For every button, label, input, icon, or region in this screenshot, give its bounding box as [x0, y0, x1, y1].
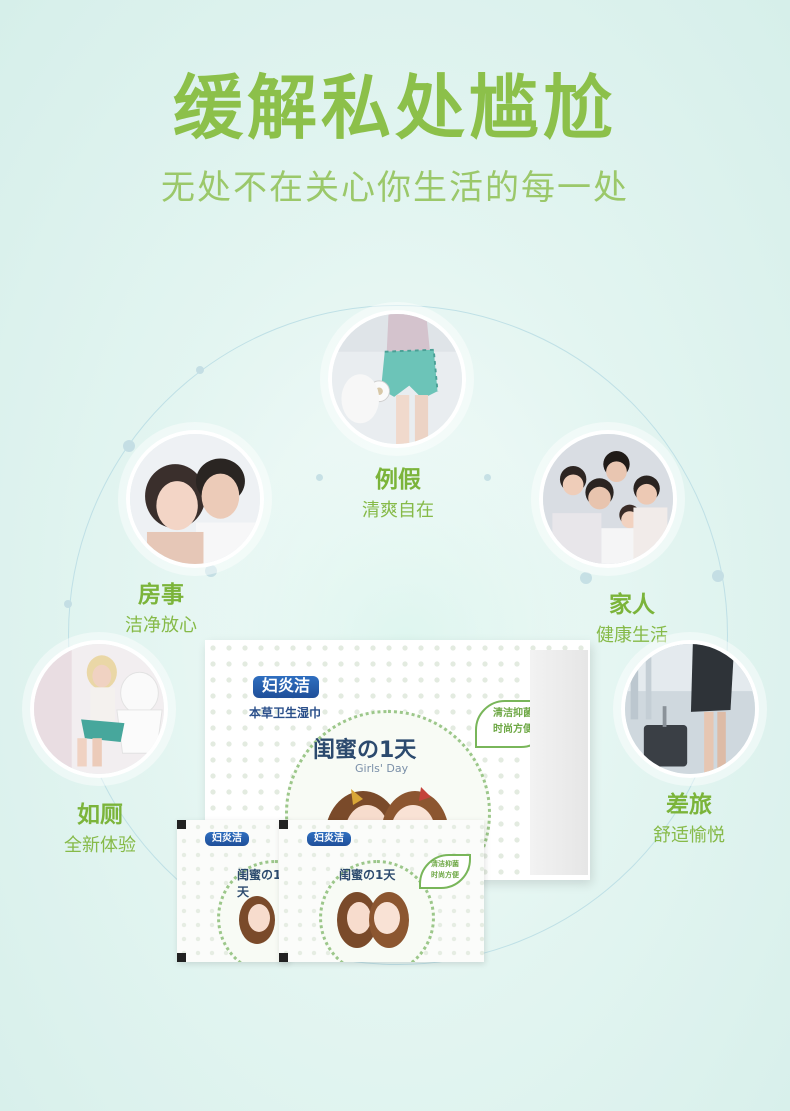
wipe-sachet-left: 妇炎洁 闺蜜の1天 — [177, 820, 289, 962]
brand-tagline-box: 本草卫生湿巾 — [249, 706, 322, 720]
scene-photo-intimacy — [126, 430, 264, 568]
scene-photo-period — [328, 310, 466, 448]
orbit-dot — [712, 570, 724, 582]
badge-line2-sachet: 时尚方便 — [431, 871, 459, 879]
girls-illustration-sachet-left — [239, 896, 275, 944]
scene-subtitle-intimacy: 洁净放心 — [125, 615, 197, 636]
series-title-sachet-right: 闺蜜の1天 — [339, 868, 396, 882]
scene-label-intimacy: 房事 洁净放心 — [81, 575, 241, 637]
scene-subtitle-toilet: 全新体验 — [64, 835, 136, 856]
travel-photo-illustration — [625, 644, 755, 774]
sachet-corner — [177, 953, 186, 962]
girls-illustration-sachet-right — [337, 892, 409, 948]
wipe-sachet-right: 妇炎洁 闺蜜の1天 清洁抑菌 时尚方便 — [279, 820, 484, 962]
scene-photo-toilet — [30, 640, 168, 778]
brand-logo-sachet-left: 妇炎洁 — [205, 832, 249, 846]
scene-photo-travel — [621, 640, 759, 778]
scene-photo-family — [539, 430, 677, 568]
series-title-box: 闺蜜の1天 — [313, 738, 417, 763]
toilet-photo-illustration — [34, 644, 164, 774]
page-subheadline: 无处不在关心你生活的每一处 — [161, 168, 629, 208]
scene-subtitle-travel: 舒适愉悦 — [653, 825, 725, 846]
badge-line2-box: 时尚方便 — [493, 724, 533, 735]
page-headline: 缓解私处尴尬 — [173, 67, 617, 149]
period-photo-illustration — [332, 314, 462, 444]
scene-label-travel: 差旅 舒适愉悦 — [609, 785, 769, 847]
scene-label-period: 例假 清爽自在 — [318, 460, 478, 522]
scene-title-period: 例假 — [375, 467, 421, 493]
sachet-corner — [279, 820, 288, 829]
intimacy-photo-illustration — [130, 434, 260, 564]
scene-subtitle-period: 清爽自在 — [362, 500, 434, 521]
scene-title-family: 家人 — [609, 592, 655, 618]
badge-line1-sachet: 清洁抑菌 — [431, 860, 459, 868]
orbit-dot — [196, 366, 204, 374]
brand-logo-box: 妇炎洁 — [253, 676, 319, 698]
series-en-box: Girls' Day — [355, 762, 409, 775]
sachet-corner — [177, 820, 186, 829]
brand-logo-sachet-right: 妇炎洁 — [307, 832, 351, 846]
product-box-side — [530, 650, 588, 875]
scene-title-intimacy: 房事 — [138, 582, 184, 608]
orbit-ring — [68, 305, 728, 965]
scene-subtitle-family: 健康生活 — [596, 625, 668, 646]
badge-line1-box: 清洁抑菌 — [493, 708, 533, 719]
family-photo-illustration — [543, 434, 673, 564]
scene-title-toilet: 如厕 — [77, 802, 123, 828]
scene-label-toilet: 如厕 全新体验 — [20, 795, 180, 857]
series-title-sachet-left: 闺蜜の1天 — [237, 868, 282, 899]
sachet-corner — [279, 953, 288, 962]
orbit-dot — [64, 600, 72, 608]
scene-label-family: 家人 健康生活 — [552, 585, 712, 647]
scene-title-travel: 差旅 — [666, 792, 712, 818]
